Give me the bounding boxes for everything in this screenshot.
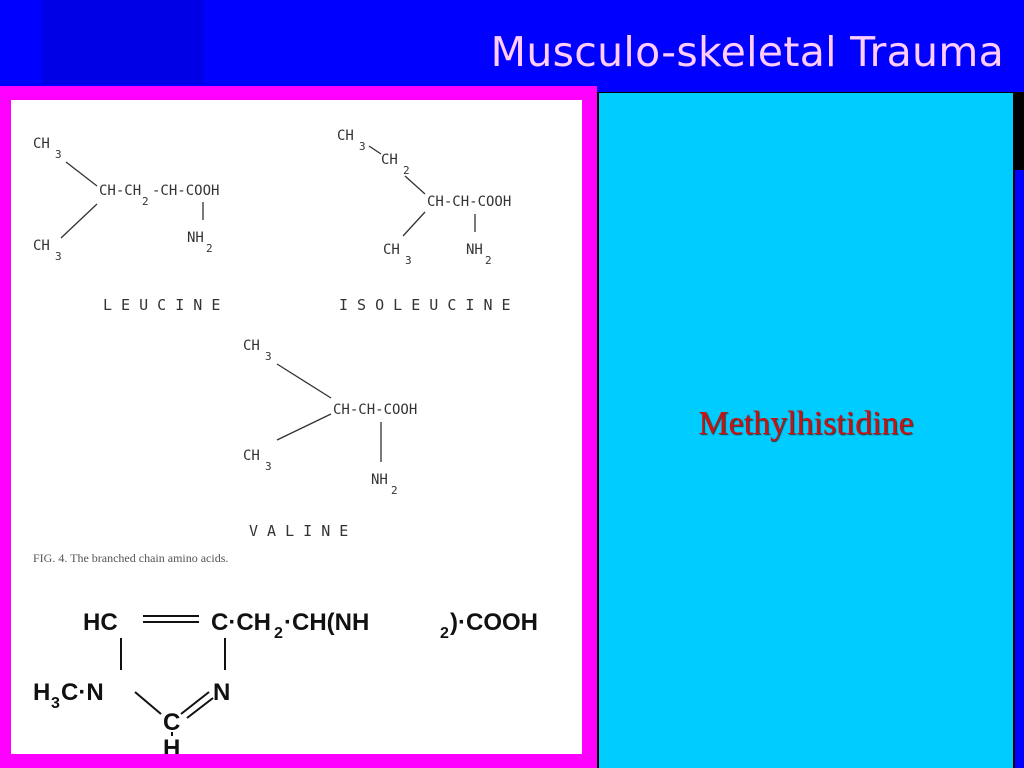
- mh-main: C·CH: [211, 609, 271, 636]
- valine-nh2: NH: [371, 472, 388, 488]
- leucine-ch3-top: CH: [33, 136, 50, 152]
- mh-c-bottom: C: [163, 709, 180, 736]
- leucine-structure: CH 3 CH-CH 2 -CH-COOH CH 3 NH 2 L E U C …: [33, 136, 220, 314]
- slide-title: Musculo-skeletal Trauma: [490, 28, 1004, 76]
- isoleucine-ch2-sub: 2: [403, 164, 410, 177]
- mh-n-right: N: [213, 679, 230, 706]
- isoleucine-name: I S O L E U C I N E: [339, 296, 511, 314]
- isoleucine-nh2: NH: [466, 242, 483, 258]
- leucine-name: L E U C I N E: [103, 296, 220, 314]
- isoleucine-chain: CH-CH-COOH: [427, 194, 511, 210]
- leucine-ch3-bottom-sub: 3: [55, 250, 62, 263]
- leucine-ch3-bottom: CH: [33, 238, 50, 254]
- leucine-bond: [65, 161, 98, 187]
- chemical-structures: CH 3 CH-CH 2 -CH-COOH CH 3 NH 2 L E U C …: [33, 128, 538, 754]
- leucine-nh2: NH: [187, 230, 204, 246]
- valine-bond: [276, 413, 332, 441]
- label-panel: Methylhistidine: [597, 93, 1015, 768]
- valine-ch3-bottom-sub: 3: [265, 460, 272, 473]
- figure-frame: CH 3 CH-CH 2 -CH-COOH CH 3 NH 2 L E U C …: [0, 86, 597, 768]
- isoleucine-bond: [404, 175, 426, 195]
- mh-double-bond: [186, 697, 214, 719]
- mh-double-bond: [180, 691, 210, 715]
- mh-main-sub: 2: [274, 625, 283, 642]
- mh-h3c: H: [33, 679, 50, 706]
- valine-ch3-top-sub: 3: [265, 350, 272, 363]
- isoleucine-bond: [368, 145, 382, 155]
- mh-main-rest-sub: 2: [440, 625, 449, 642]
- amino-acid-figure: CH 3 CH-CH 2 -CH-COOH CH 3 NH 2 L E U C …: [11, 100, 582, 754]
- mh-bond: [134, 691, 162, 715]
- valine-chain: CH-CH-COOH: [333, 402, 417, 418]
- isoleucine-ch2: CH: [381, 152, 398, 168]
- valine-ch3-top: CH: [243, 338, 260, 354]
- mh-main-rest: ·CH(NH: [284, 609, 369, 636]
- isoleucine-structure: CH 3 CH 2 CH-CH-COOH CH 3 NH 2 I S O L E…: [337, 128, 511, 314]
- valine-ch3-bottom: CH: [243, 448, 260, 464]
- valine-structure: CH 3 CH-CH-COOH CH 3 NH 2 V A L I N E: [243, 338, 417, 540]
- mh-hc: HC: [83, 609, 118, 636]
- leucine-chain-rest: -CH-COOH: [152, 183, 219, 199]
- corner-decoration: [42, 0, 204, 84]
- panel-label: Methylhistidine: [698, 405, 914, 442]
- methylhistidine-structure: HC C·CH 2 ·CH(NH 2 )·COOH H 3 C·N N C H: [33, 609, 538, 754]
- valine-name: V A L I N E: [249, 522, 348, 540]
- mh-h3c-sub: 3: [51, 695, 60, 712]
- isoleucine-ch3-top: CH: [337, 128, 354, 144]
- figure-caption: FIG. 4. The branched chain amino acids.: [33, 551, 228, 565]
- leucine-chain-sub: 2: [142, 195, 149, 208]
- leucine-bond: [60, 203, 98, 239]
- leucine-ch3-top-sub: 3: [55, 148, 62, 161]
- isoleucine-nh2-sub: 2: [485, 254, 492, 267]
- leucine-nh2-sub: 2: [206, 242, 213, 255]
- leucine-chain: CH-CH: [99, 183, 141, 199]
- isoleucine-ch3-bottom-sub: 3: [405, 254, 412, 267]
- mh-main-end: )·COOH: [450, 609, 538, 636]
- isoleucine-ch3-bottom: CH: [383, 242, 400, 258]
- mh-h3c-rest: C·N: [61, 679, 104, 706]
- valine-bond: [276, 363, 332, 399]
- isoleucine-ch3-top-sub: 3: [359, 140, 366, 153]
- mh-h-bottom: H: [163, 735, 180, 754]
- valine-nh2-sub: 2: [391, 484, 398, 497]
- isoleucine-bond: [402, 211, 426, 237]
